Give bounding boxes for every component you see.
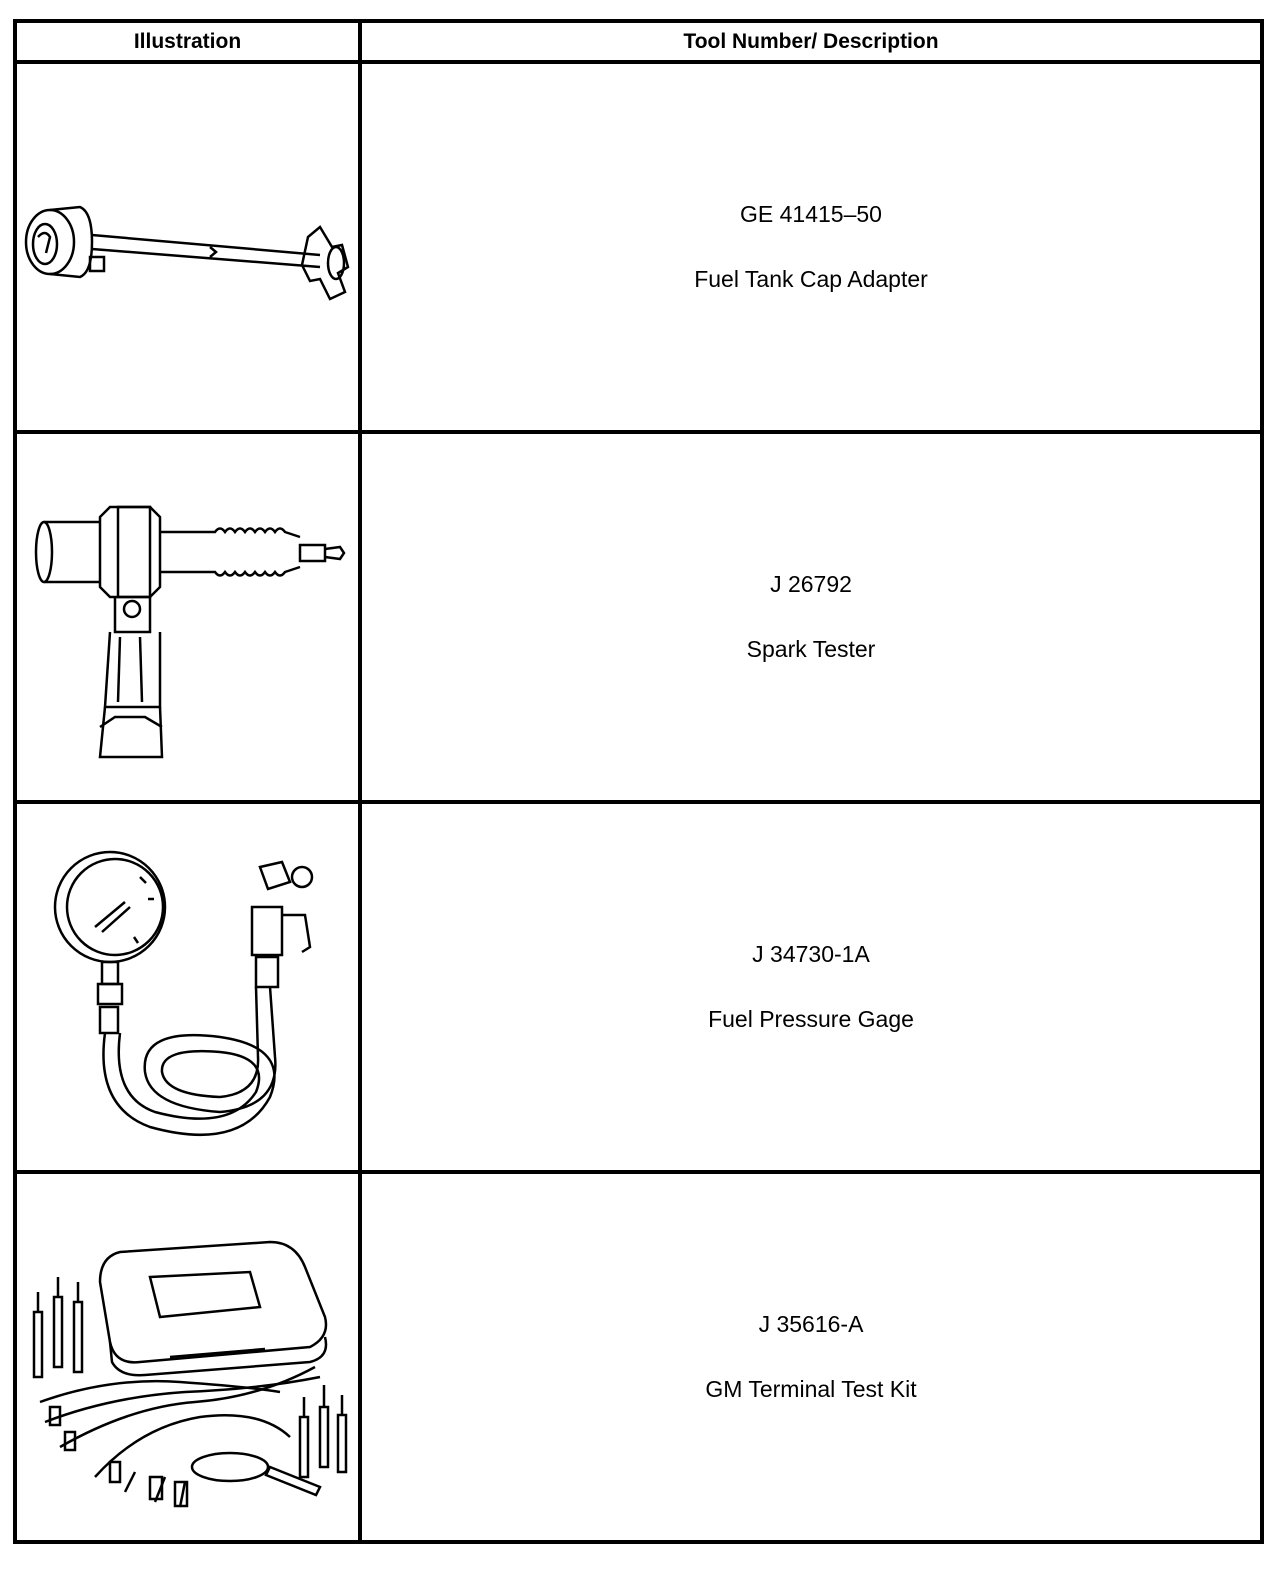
table-row: J 34730-1A Fuel Pressure Gage [13,800,1264,1174]
tool-description: GM Terminal Test Kit [705,1376,917,1402]
spark-tester-icon [20,437,355,797]
description-cell: J 35616-A GM Terminal Test Kit [358,1170,1264,1544]
tool-number: J 26792 [770,571,852,597]
tools-table: Illustration Tool Number/ Description [13,19,1264,1544]
description-cell: J 34730-1A Fuel Pressure Gage [358,800,1264,1174]
illustration-cell [13,60,362,434]
header-description: Tool Number/ Description [358,19,1264,64]
tool-number: J 35616-A [758,1311,864,1337]
illustration-cell [13,800,362,1174]
illustration-cell [13,430,362,804]
table-row: GE 41415–50 Fuel Tank Cap Adapter [13,60,1264,434]
description-cell: GE 41415–50 Fuel Tank Cap Adapter [358,60,1264,434]
description-cell: J 26792 Spark Tester [358,430,1264,804]
tool-description: Fuel Tank Cap Adapter [694,266,928,292]
fuel-pressure-gage-icon [20,807,355,1167]
fuel-tank-cap-adapter-icon [20,67,355,427]
tool-description: Fuel Pressure Gage [708,1006,914,1032]
tool-description: Spark Tester [746,636,876,662]
illustration-cell [13,1170,362,1544]
header-row: Illustration Tool Number/ Description [13,19,1264,64]
header-illustration: Illustration [13,19,362,64]
table-row: J 26792 Spark Tester [13,430,1264,804]
tool-number: J 34730-1A [752,941,870,967]
table-row: J 35616-A GM Terminal Test Kit [13,1170,1264,1544]
terminal-test-kit-icon [20,1177,355,1537]
tool-number: GE 41415–50 [740,201,882,227]
